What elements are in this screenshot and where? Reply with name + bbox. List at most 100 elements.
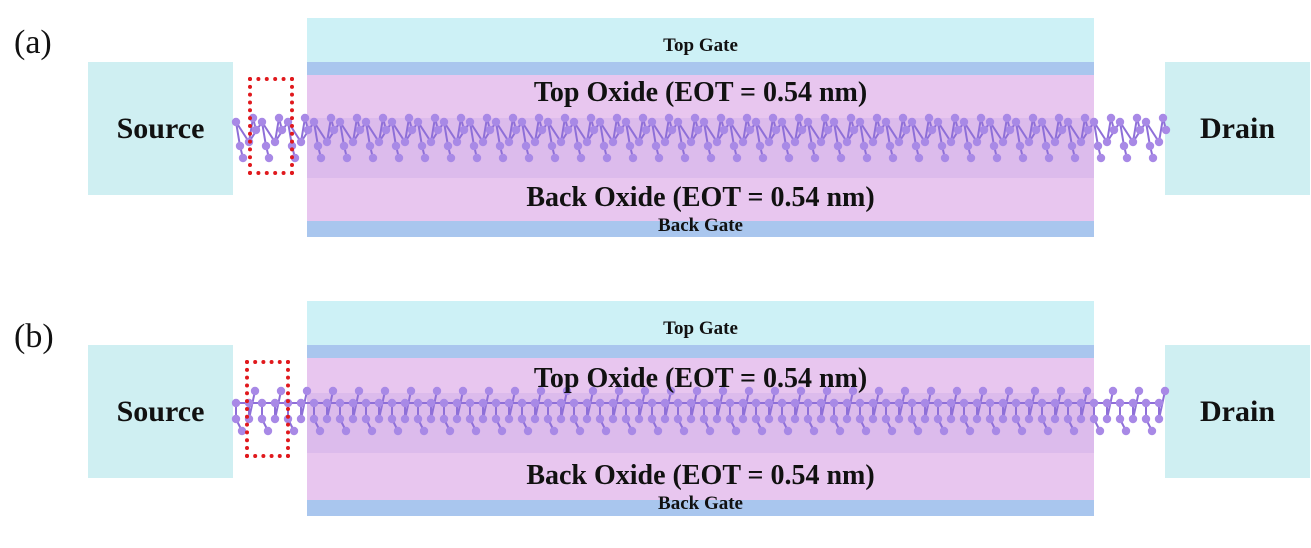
atom [543, 414, 553, 424]
atom [1096, 153, 1106, 163]
back-oxide-label: Back Oxide (EOT = 0.54 nm) [526, 182, 875, 213]
atom [959, 398, 969, 408]
atom [907, 117, 917, 127]
atom [365, 141, 375, 151]
atom [355, 125, 365, 135]
atom [820, 113, 830, 123]
atom [1028, 113, 1038, 123]
atom [498, 153, 508, 163]
atom [471, 426, 481, 436]
atom [400, 398, 410, 408]
atom [1102, 137, 1112, 147]
atom [407, 125, 417, 135]
atom [920, 137, 930, 147]
atom [615, 125, 625, 135]
atom [673, 414, 683, 424]
atom [998, 414, 1008, 424]
atom [296, 398, 306, 408]
atom [238, 153, 248, 163]
atom [560, 113, 570, 123]
atom [569, 414, 579, 424]
atom [400, 414, 410, 424]
source-contact: Source [88, 62, 233, 195]
atom [469, 141, 479, 151]
atom [829, 398, 839, 408]
atom [790, 137, 800, 147]
atom [651, 141, 661, 151]
atom [751, 414, 761, 424]
atom [1037, 414, 1047, 424]
atom [1063, 117, 1073, 127]
atom [803, 398, 813, 408]
atom [445, 426, 455, 436]
atom [543, 398, 553, 408]
atom [1054, 113, 1064, 123]
back-gate-label: Back Gate [658, 215, 743, 236]
atom [809, 426, 819, 436]
atom [380, 386, 390, 396]
atom [478, 137, 488, 147]
atom [1080, 113, 1090, 123]
atom [692, 386, 702, 396]
atom [303, 125, 313, 135]
atom [439, 414, 449, 424]
atom [712, 414, 722, 424]
atom [634, 414, 644, 424]
atom [855, 117, 865, 127]
atom [1043, 426, 1053, 436]
atom [1160, 386, 1170, 396]
atom [1132, 113, 1142, 123]
atom [868, 137, 878, 147]
atom [1102, 398, 1112, 408]
atom [562, 386, 572, 396]
atom [998, 398, 1008, 408]
atom [703, 141, 713, 151]
top-gate-label: Top Gate [663, 35, 738, 56]
atom [426, 137, 436, 147]
atom [855, 414, 865, 424]
atom [1161, 125, 1171, 135]
atom [517, 398, 527, 408]
atom [504, 137, 514, 147]
atom [530, 398, 540, 408]
atom [296, 137, 306, 147]
atom [924, 113, 934, 123]
atom [534, 113, 544, 123]
atom [341, 426, 351, 436]
atom [842, 398, 852, 408]
atom [677, 141, 687, 151]
atom [1145, 141, 1155, 151]
atom [387, 117, 397, 127]
atom [816, 398, 826, 408]
atom [381, 125, 391, 135]
atom [406, 386, 416, 396]
atom [302, 386, 312, 396]
atom [1050, 414, 1060, 424]
atom [712, 398, 722, 408]
atom [335, 117, 345, 127]
atom [517, 414, 527, 424]
atom [387, 414, 397, 424]
atom [569, 398, 579, 408]
atom [309, 398, 319, 408]
atom [914, 153, 924, 163]
atom [725, 398, 735, 408]
atom [764, 398, 774, 408]
atom [933, 117, 943, 127]
atom [887, 426, 897, 436]
atom [699, 414, 709, 424]
atom [872, 113, 882, 123]
atom [1119, 141, 1129, 151]
atom [900, 386, 910, 396]
atom [270, 414, 280, 424]
atom [1083, 125, 1093, 135]
top-gate-electrode [307, 345, 1094, 358]
atom [1069, 426, 1079, 436]
atom [495, 141, 505, 151]
atom [920, 414, 930, 424]
unit-cell-box [245, 360, 290, 458]
atom [378, 113, 388, 123]
atom [666, 386, 676, 396]
atom [667, 125, 677, 135]
atom [653, 426, 663, 436]
